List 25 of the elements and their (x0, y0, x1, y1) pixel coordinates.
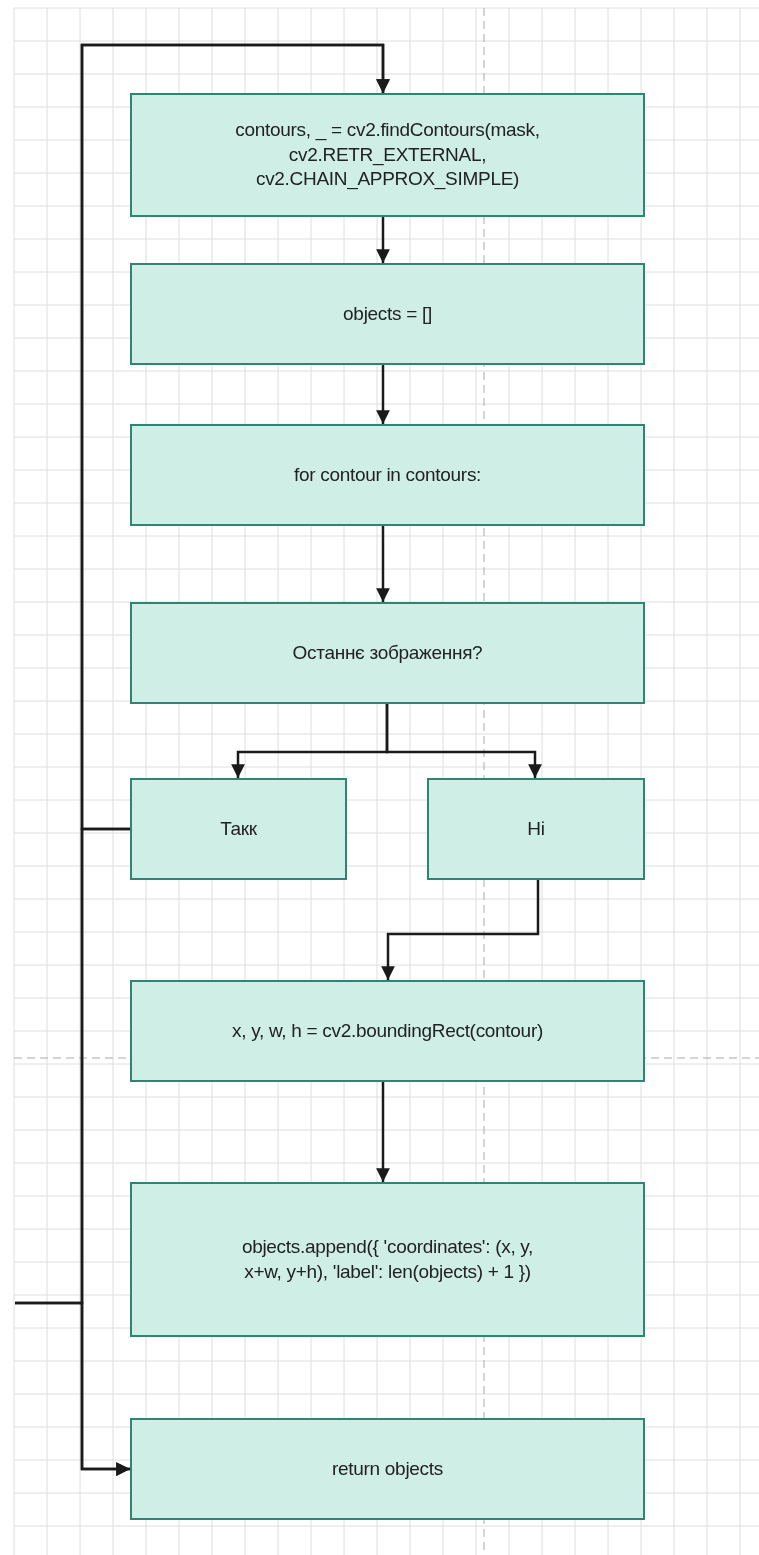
arrow (376, 217, 390, 263)
code-text: Такк (220, 816, 257, 841)
arrow (385, 704, 542, 778)
arrow (376, 365, 390, 424)
arrow (376, 1082, 390, 1182)
process-box (130, 424, 645, 526)
code-text: Ні (527, 816, 545, 841)
code-text: x, y, w, h = cv2.boundingRect(contour) (232, 1018, 543, 1043)
code-text: objects = [] (343, 301, 432, 326)
arrow (376, 526, 390, 602)
code-text: objects.append({ 'coordinates': (x, y, x+w, y+h), 'label': len(objects) + 1 }) (240, 1234, 535, 1284)
code-text: for contour in contours: (293, 462, 482, 487)
process-box (130, 263, 645, 365)
process-box (130, 980, 645, 1082)
code-text: return objects (332, 1456, 443, 1481)
arrow (15, 1301, 130, 1476)
arrow (381, 880, 540, 980)
process-box (130, 1418, 645, 1520)
process-box (130, 1182, 645, 1337)
process-box (427, 778, 645, 880)
code-text: Останнє зображення? (292, 640, 483, 665)
process-box (130, 778, 347, 880)
process-box (130, 93, 645, 217)
process-box (130, 602, 645, 704)
code-text: contours, _ = cv2.findContours(mask, cv2.RETR_EXTERNAL, cv2.CHAIN_APPROX_SIMPLE) (234, 117, 541, 192)
